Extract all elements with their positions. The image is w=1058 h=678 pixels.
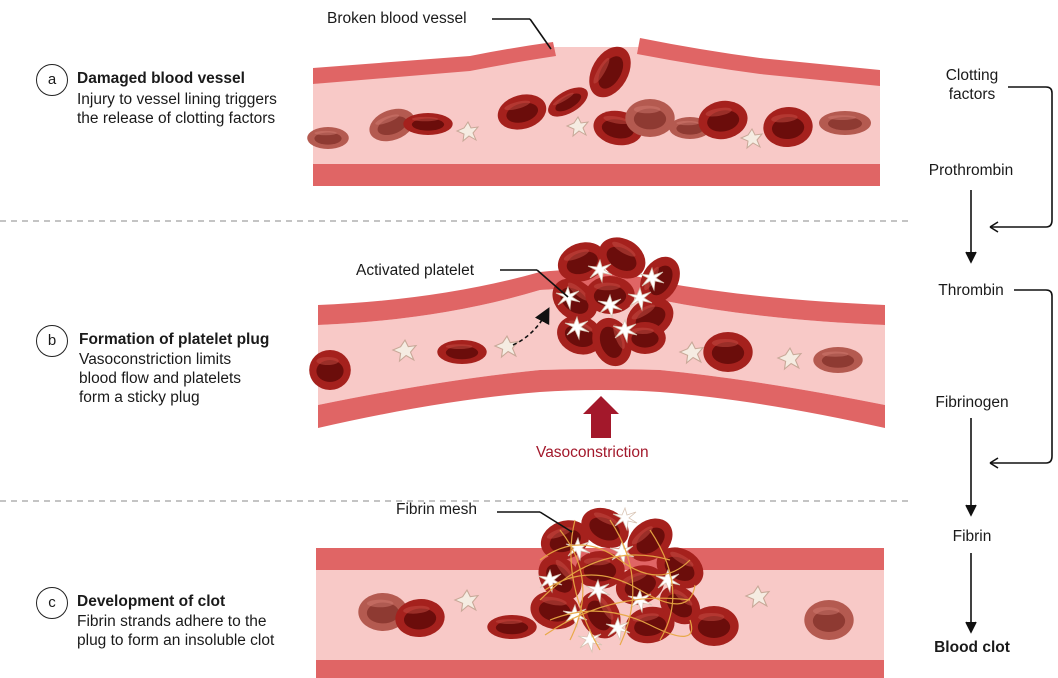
- broken-vessel-label: Broken blood vessel: [327, 9, 467, 28]
- step-b-desc-line3: form a sticky plug: [79, 389, 200, 408]
- activated-platelet-label: Activated platelet: [356, 261, 474, 280]
- cascade-clotting-factors: Clotting factors: [932, 66, 1012, 104]
- step-c-marker: c: [36, 587, 68, 619]
- step-c-title: Development of clot: [77, 593, 225, 611]
- cascade-fibrinogen: Fibrinogen: [922, 393, 1022, 412]
- cascade-thrombin: Thrombin: [928, 281, 1014, 300]
- vasoconstriction-label: Vasoconstriction: [536, 443, 649, 462]
- cascade-clotting-factors-line1: Clotting: [932, 66, 1012, 85]
- cascade-clotting-factors-line2: factors: [932, 85, 1012, 104]
- step-c-desc-line2: plug to form an insoluble clot: [77, 632, 274, 651]
- cascade-blood-clot: Blood clot: [922, 638, 1022, 657]
- fibrin-mesh-label: Fibrin mesh: [396, 500, 477, 519]
- cascade-fibrin: Fibrin: [932, 527, 1012, 546]
- step-b-desc-line2: blood flow and platelets: [79, 370, 241, 389]
- vasoconstriction-arrow: [583, 396, 619, 438]
- step-a-title: Damaged blood vessel: [77, 70, 245, 88]
- step-a-marker: a: [36, 64, 68, 96]
- damaged-vessel-illustration: [307, 19, 880, 186]
- step-a-desc-line1: Injury to vessel lining triggers: [77, 91, 277, 110]
- cascade-prothrombin: Prothrombin: [918, 161, 1024, 180]
- clot-illustration: [316, 500, 884, 678]
- step-c-desc-line1: Fibrin strands adhere to the: [77, 613, 267, 632]
- step-b-desc-line1: Vasoconstriction limits: [79, 351, 231, 370]
- step-a-desc-line2: the release of clotting factors: [77, 110, 275, 129]
- step-b-title: Formation of platelet plug: [79, 331, 269, 349]
- step-b-marker: b: [36, 325, 68, 357]
